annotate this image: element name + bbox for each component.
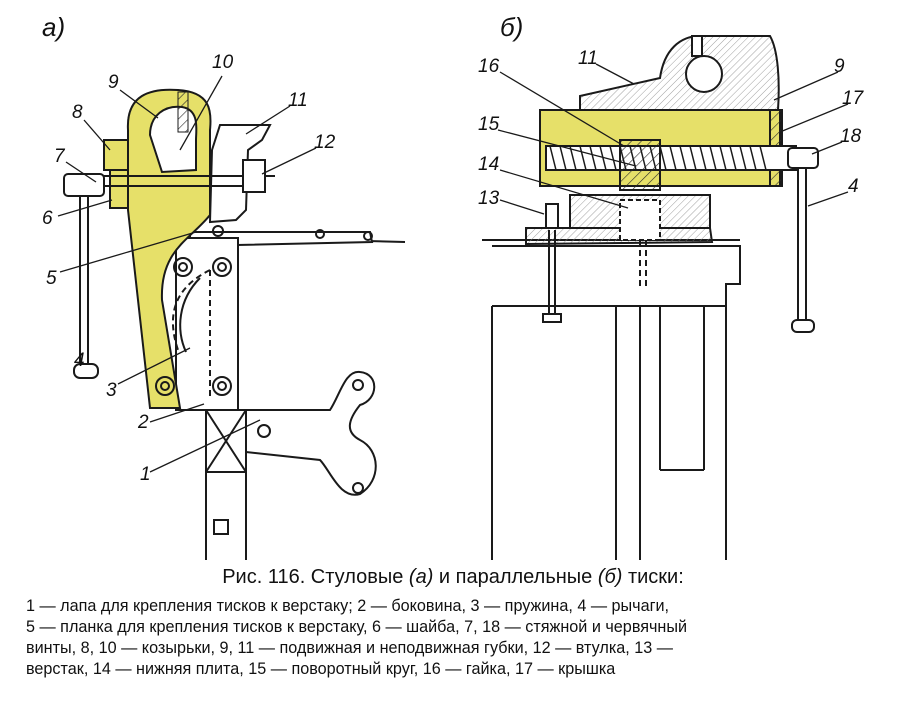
caption-title-mid: и параллельные bbox=[433, 566, 598, 588]
panel-a-label: а) bbox=[42, 12, 65, 42]
part-label-a-5: 5 bbox=[46, 268, 57, 289]
part-label-a-12: 12 bbox=[314, 132, 336, 153]
leg-vise-drawing bbox=[63, 88, 406, 560]
leader-lines bbox=[57, 63, 849, 473]
panel-b-label: б) bbox=[500, 12, 523, 42]
part-label-a-7: 7 bbox=[54, 146, 66, 167]
part-label-a-6: 6 bbox=[42, 208, 53, 229]
caption-title-a: (а) bbox=[408, 566, 434, 588]
part-label-b-11: 11 bbox=[578, 48, 598, 69]
part-label-a-1: 1 bbox=[140, 464, 151, 485]
part-label-a-9: 9 bbox=[108, 72, 119, 93]
caption-line: винты, 8, 10 — козырьки, 9, 11 — подвижн… bbox=[26, 639, 673, 657]
part-label-b-13: 13 bbox=[478, 188, 500, 209]
caption-title-prefix: Рис. 116. Стуловые bbox=[222, 566, 409, 588]
part-label-a-8: 8 bbox=[72, 102, 83, 123]
part-label-b-17: 17 bbox=[842, 88, 865, 109]
caption-title-suffix: тиски: bbox=[622, 566, 684, 588]
part-label-a-3: 3 bbox=[106, 380, 117, 401]
part-label-b-4: 4 bbox=[848, 176, 859, 197]
part-label-b-15: 15 bbox=[478, 114, 500, 135]
part-label-b-16: 16 bbox=[478, 56, 500, 77]
figure-caption-legend: 1 — лапа для крепления тисков к верстаку… bbox=[26, 596, 892, 680]
caption-line: верстак, 14 — нижняя плита, 15 — поворот… bbox=[26, 660, 616, 678]
part-label-a-10: 10 bbox=[212, 52, 234, 73]
part-label-a-11: 11 bbox=[288, 90, 308, 111]
part-label-b-18: 18 bbox=[840, 126, 862, 147]
caption-title-b: (б) bbox=[597, 566, 623, 588]
caption-line: 1 — лапа для крепления тисков к верстаку… bbox=[26, 597, 670, 615]
parallel-vise-drawing bbox=[482, 35, 819, 560]
part-label-b-9: 9 bbox=[834, 56, 845, 77]
part-label-b-14: 14 bbox=[478, 154, 499, 175]
figure-caption-title: Рис. 116. Стуловые (а) и параллельные (б… bbox=[0, 566, 906, 589]
part-label-a-4: 4 bbox=[74, 350, 85, 371]
caption-line: 5 — планка для крепления тисков к верста… bbox=[26, 618, 688, 636]
part-label-a-2: 2 bbox=[137, 412, 149, 433]
